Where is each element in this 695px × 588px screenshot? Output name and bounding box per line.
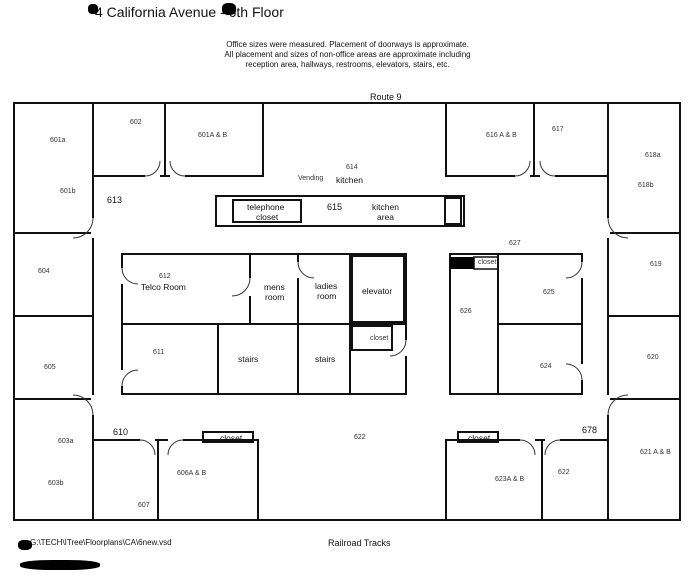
room-label: 616 A & B	[486, 132, 517, 139]
office-619	[607, 232, 681, 317]
room-label: 603b	[48, 480, 64, 487]
note-line: All placement and sizes of non-office ar…	[224, 50, 471, 59]
office-618a	[607, 102, 681, 234]
room-label: closet	[478, 259, 497, 266]
page-title: 4 California Avenue - 6th Floor	[95, 4, 284, 20]
office-605	[13, 315, 94, 400]
office-603a	[13, 398, 94, 521]
redaction-mark	[18, 540, 32, 550]
room-label: stairs	[315, 354, 336, 364]
office-617	[533, 102, 609, 177]
room-label: area	[377, 212, 395, 222]
room-label: mens	[264, 282, 285, 292]
room-label: 622	[558, 469, 570, 476]
redaction-mark	[88, 4, 98, 14]
office-623ab	[445, 439, 543, 521]
office-620	[607, 315, 681, 400]
room-label: 601A & B	[198, 132, 228, 139]
office-621ab	[607, 398, 681, 521]
room-label: stairs	[238, 354, 259, 364]
room-label: 601b	[60, 188, 76, 195]
room-label: 627	[509, 240, 521, 247]
elevator-closet	[351, 325, 393, 351]
floor-notes: Office sizes were measured. Placement of…	[0, 40, 695, 70]
office-601a	[13, 102, 94, 234]
office-604	[13, 232, 94, 317]
room-label: 601a	[50, 137, 66, 144]
room-label: 621 A & B	[640, 449, 671, 456]
room-label: 618b	[638, 182, 654, 189]
closet-left	[202, 431, 254, 443]
route-label: Route 9	[370, 92, 402, 102]
room-label: elevator	[362, 286, 393, 296]
telephone-closet	[232, 199, 302, 223]
room-label: 605	[44, 364, 56, 371]
note-line: reception area, hallways, restrooms, ele…	[245, 60, 450, 69]
room-label: 622	[354, 434, 366, 441]
kitchen-counter	[215, 195, 465, 227]
room-label: 618a	[645, 152, 661, 159]
note-line: Office sizes were measured. Placement of…	[226, 40, 469, 49]
office-602	[92, 102, 166, 177]
room-label: 603a	[58, 438, 74, 445]
room-label: closet	[468, 433, 491, 443]
redaction-mark	[222, 3, 236, 15]
room-label: room	[317, 291, 337, 301]
room-label: 620	[647, 354, 659, 361]
room-label: 614	[346, 164, 358, 171]
room-label: 623A & B	[495, 476, 525, 483]
room-label: 624	[540, 363, 552, 370]
room-label: 607	[138, 502, 150, 509]
closet-black-block	[450, 257, 474, 269]
room-label: 610	[113, 427, 129, 437]
room-label: 602	[130, 119, 142, 126]
vending-label: Vending	[298, 175, 324, 182]
file-path: G:\TECH\ITree\Floorplans\CA\6new.vsd	[30, 538, 172, 547]
room-label: room	[265, 292, 285, 302]
room-label: ladies	[315, 281, 338, 291]
room-label: closet	[220, 433, 243, 443]
room-label: closet	[256, 212, 279, 222]
elevator-shaft	[351, 255, 405, 323]
office-622	[541, 439, 609, 521]
office-606ab	[157, 439, 259, 521]
room-label: 626	[460, 308, 472, 315]
room-label: 678	[582, 425, 598, 435]
room-label: 611	[153, 349, 165, 356]
closet-right	[457, 431, 499, 443]
room-label: closet	[370, 335, 389, 342]
office-601ab	[164, 102, 264, 177]
room-label: 617	[552, 126, 564, 133]
office-616ab	[445, 102, 535, 177]
room-label: kitchen	[372, 202, 399, 212]
room-label: Telco Room	[141, 282, 186, 292]
room-label: 613	[107, 195, 123, 205]
room-label: 615	[327, 202, 343, 212]
room-label: 606A & B	[177, 470, 207, 477]
railroad-label: Railroad Tracks	[328, 538, 391, 548]
room-label: telephone	[247, 202, 285, 212]
room-label: kitchen	[336, 175, 363, 185]
room-label: 604	[38, 268, 50, 275]
room-label: 612	[159, 273, 171, 280]
kitchen-sink	[444, 197, 462, 225]
room-label: 619	[650, 261, 662, 268]
redaction-mark	[20, 560, 100, 570]
room-label: 625	[543, 289, 555, 296]
